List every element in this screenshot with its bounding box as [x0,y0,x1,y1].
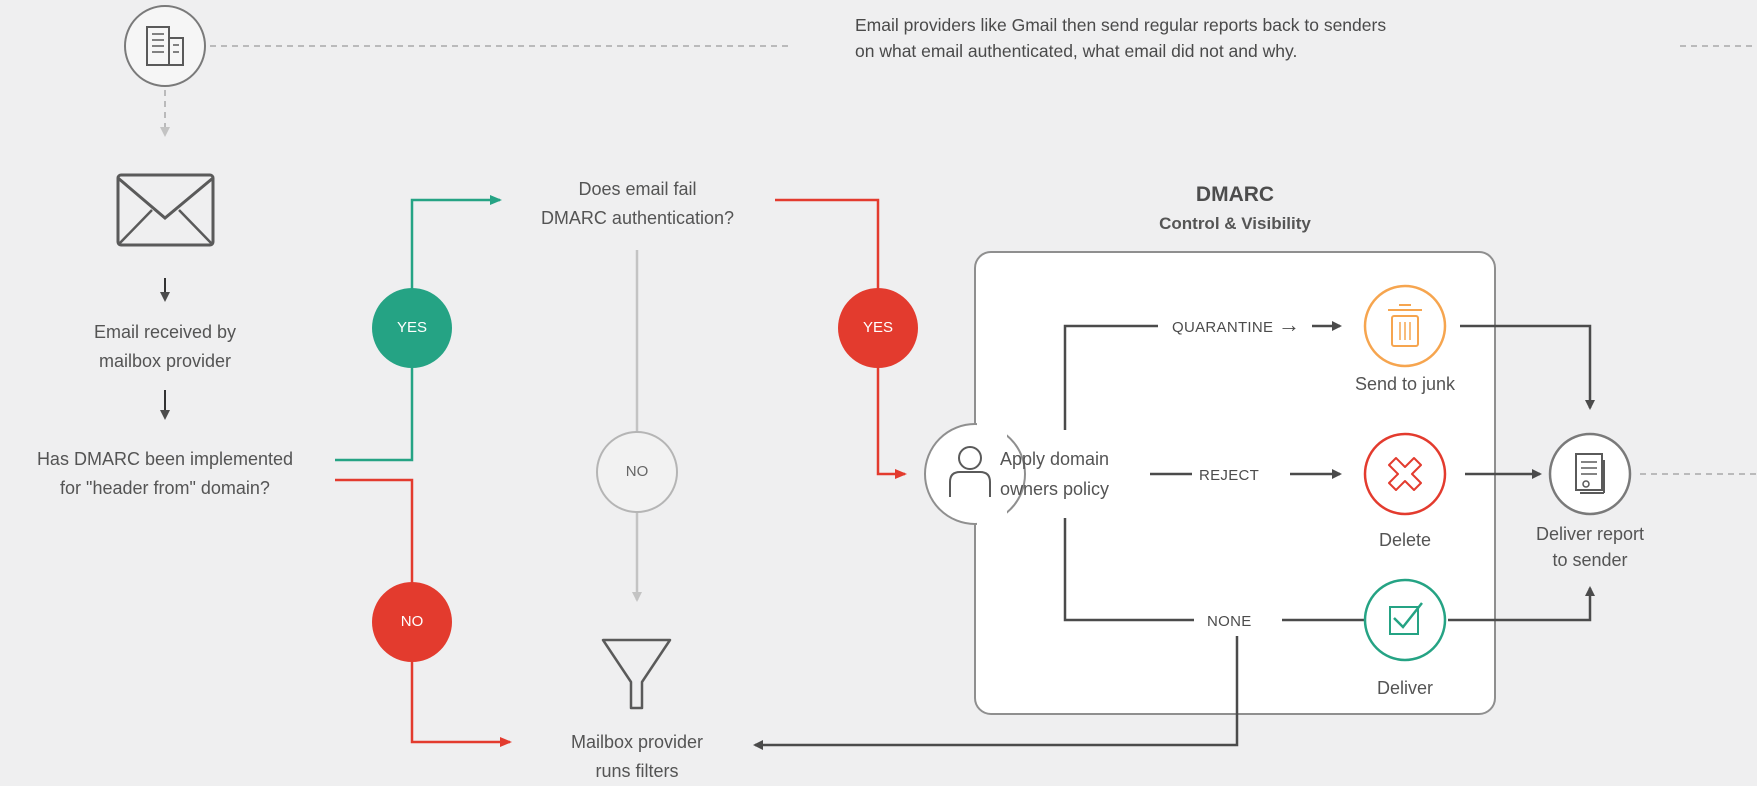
received-label-line1: Email received by [93,322,237,342]
fail-question-line2: DMARC authentication? [540,208,735,228]
yes-green-label: YES [396,319,427,336]
dmarc-title: DMARC [1195,183,1275,206]
junk-label: Send to junk [1354,374,1456,394]
dmarc-subtitle: Control & Visibility [1159,214,1311,233]
received-label-line2: mailbox provider [98,351,232,371]
policy-label-line2: owners policy [1000,479,1110,499]
building-icon [124,5,206,87]
no-badge-red [372,582,452,662]
checkbox-icon [1363,578,1447,662]
yes-badge-red [838,288,918,368]
report-label-line1: Deliver report [1535,524,1645,544]
fail-question-line1: Does email fail [578,179,697,199]
quarantine-branch-line [1063,324,1158,430]
policy-tab-mask [977,415,1007,533]
yes-red-label: YES [862,319,893,336]
quarantine-arrow-icon: → [1278,312,1300,337]
none-to-filters-line [753,620,1239,750]
yes-badge-green [372,288,452,368]
implemented-question-line1: Has DMARC been implemented [36,449,294,469]
no-red-label: NO [400,613,424,630]
filters-label-line2: runs filters [595,761,679,781]
quarantine-label: QUARANTINE [1168,313,1278,342]
delete-label: Delete [1378,530,1432,550]
filters-label-line1: Mailbox provider [570,732,704,752]
envelope-icon [116,173,215,247]
filter-funnel-icon [601,638,672,710]
none-label: NONE [1203,607,1256,636]
person-icon [949,446,991,497]
deliver-label: Deliver [1376,678,1433,698]
implemented-question-line2: for "header from" domain? [60,478,270,498]
junk-to-report-line [1460,324,1595,410]
report-label-line2: to sender [1552,550,1628,570]
no-badge-gray [596,431,678,513]
top-note-line2: on what email authenticated, what email … [855,41,1298,61]
no-gray-label: NO [625,463,649,480]
report-document-icon [1548,432,1632,516]
trash-icon [1363,284,1447,368]
policy-label-line1: Apply domain [1000,449,1110,469]
none-branch-line [1063,518,1194,622]
deliver-to-report-line [1448,586,1595,622]
x-icon [1363,432,1447,516]
reject-label: REJECT [1195,461,1264,490]
top-note-line1: Email providers like Gmail then send reg… [855,15,1387,35]
